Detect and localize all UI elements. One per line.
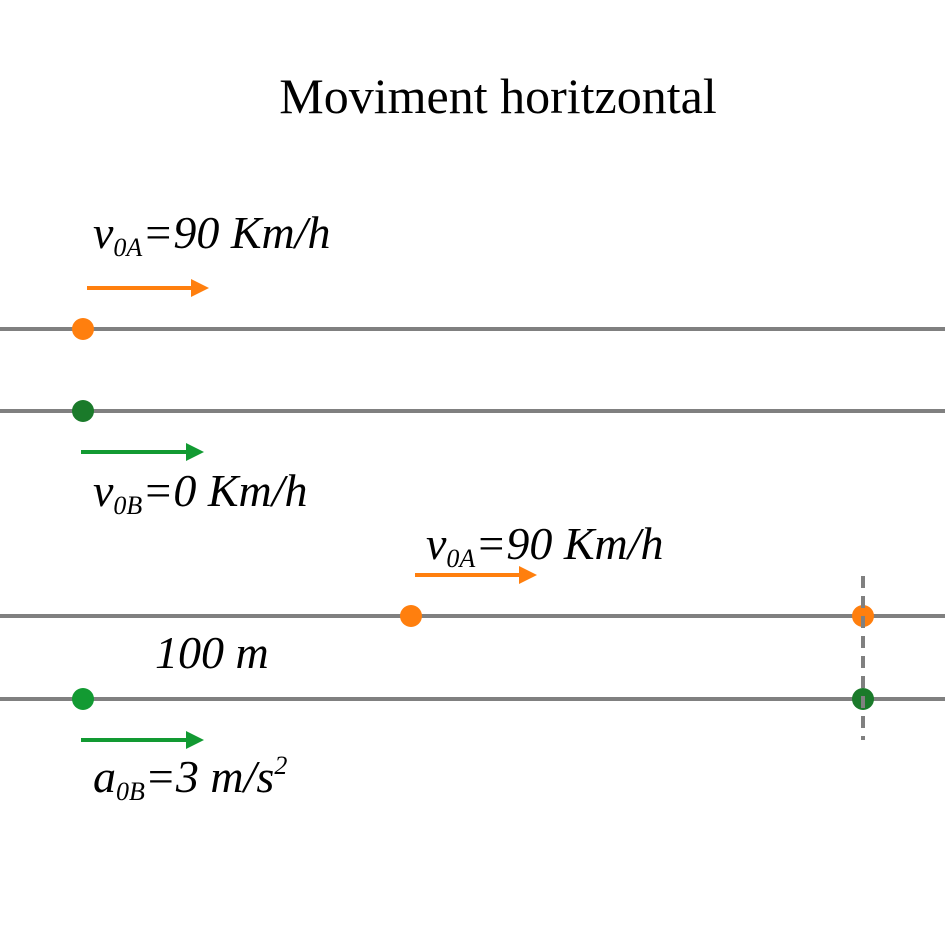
velocity-value: =90 Km/h	[475, 518, 663, 569]
car-a-marker	[72, 318, 94, 340]
acceleration-subscript: 0B	[116, 777, 145, 806]
distance-label: 100 m	[155, 627, 269, 678]
acceleration-symbol: a	[93, 751, 116, 802]
velocity-value: =0 Km/h	[142, 465, 307, 516]
velocity-subscript: 0B	[113, 491, 142, 520]
scene-initial: v0A=90 Km/h v0B=0 Km/h	[0, 207, 945, 520]
velocity-arrow-b	[81, 443, 204, 461]
acceleration-value: =3 m/s	[145, 751, 274, 802]
acceleration-label-b: a0B=3 m/s2	[93, 751, 287, 806]
velocity-subscript: 0A	[446, 544, 475, 573]
velocity-arrow-a	[87, 279, 209, 297]
acceleration-arrow-b	[81, 731, 204, 749]
velocity-value: =90 Km/h	[142, 207, 330, 258]
velocity-symbol: v	[93, 465, 114, 516]
acceleration-exponent: 2	[274, 751, 287, 780]
velocity-symbol: v	[93, 207, 114, 258]
car-a-start-marker	[400, 605, 422, 627]
scene-meeting: v0A=90 Km/h 100 m a0B=3 m/s2	[0, 518, 945, 806]
car-b-start-marker	[72, 688, 94, 710]
velocity-arrow-a-2	[415, 566, 537, 584]
velocity-subscript: 0A	[113, 233, 142, 262]
velocity-label-a: v0A=90 Km/h	[93, 207, 331, 262]
velocity-label-a-2: v0A=90 Km/h	[426, 518, 664, 573]
car-b-marker	[72, 400, 94, 422]
velocity-label-b: v0B=0 Km/h	[93, 465, 308, 520]
diagram-title: Moviment horitzontal	[279, 68, 716, 124]
velocity-symbol: v	[426, 518, 447, 569]
